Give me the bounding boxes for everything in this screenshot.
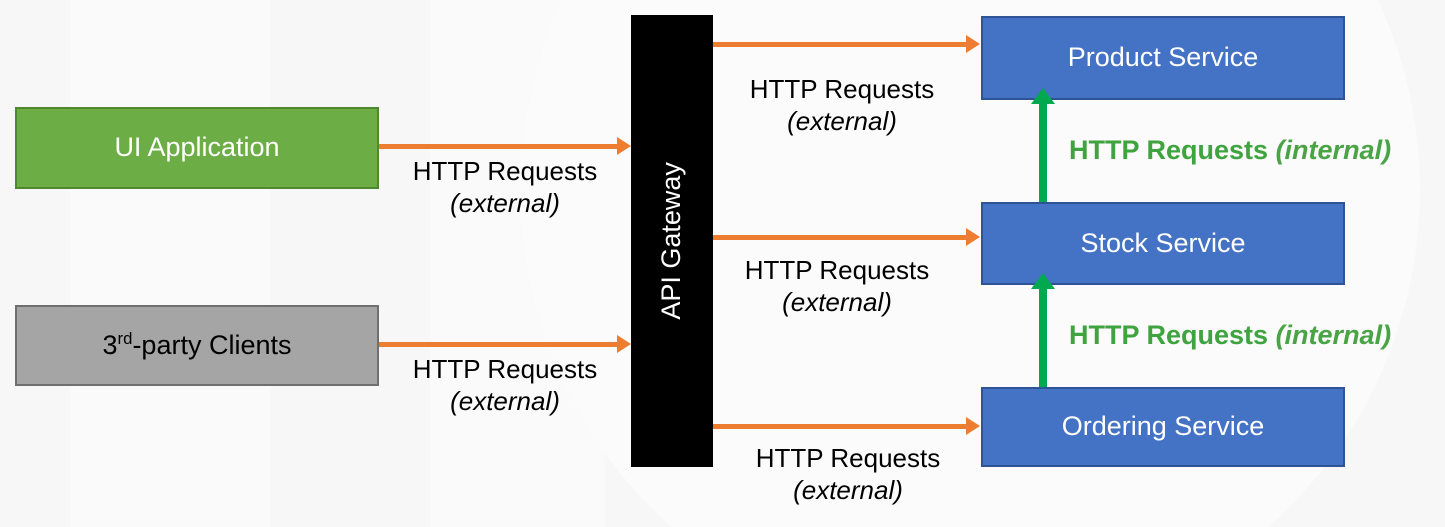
label-external-line2: (external) [450,187,560,218]
clients-label-superscript: rd [117,328,133,348]
label-external-gateway-to-product: HTTP Requests (external) [742,74,942,137]
node-api-gateway[interactable]: API Gateway [631,15,713,467]
node-ui-application[interactable]: UI Application [15,107,379,189]
label-external-clients-to-gateway: HTTP Requests (external) [405,354,605,417]
label-internal-paren: (internal) [1275,320,1392,350]
label-internal-stock-to-product: HTTP Requests (internal) [1069,135,1391,166]
label-external-line2: (external) [450,385,560,416]
arrow-gateway-to-ordering [713,417,980,435]
label-external-line1: HTTP Requests [755,443,941,473]
arrow-ordering-to-stock [1031,273,1055,387]
background-band-1 [70,0,270,527]
node-third-party-clients[interactable]: 3rd-party Clients [15,305,379,386]
label-external-line1: HTTP Requests [412,156,598,186]
clients-label-prefix: 3 [102,329,118,360]
label-external-line1: HTTP Requests [412,354,598,384]
arrow-gateway-to-product [713,35,980,53]
label-internal-paren: (internal) [1275,135,1392,165]
background-band-2 [430,0,605,527]
label-external-line2: (external) [782,286,892,317]
arrow-clients-to-gateway [379,335,631,353]
label-external-ui-to-gateway: HTTP Requests (external) [405,156,605,219]
label-external-line1: HTTP Requests [744,255,930,285]
node-third-party-clients-label: 3rd-party Clients [102,328,292,361]
label-external-gateway-to-ordering: HTTP Requests (external) [748,443,948,506]
node-stock-service[interactable]: Stock Service [981,202,1345,285]
clients-label-suffix: -party Clients [132,329,292,360]
label-external-line1: HTTP Requests [749,74,935,104]
node-ui-application-label: UI Application [114,132,280,163]
node-ordering-service-label: Ordering Service [1061,411,1265,442]
label-internal-ordering-to-stock: HTTP Requests (internal) [1069,320,1391,351]
node-stock-service-label: Stock Service [1080,227,1246,258]
node-api-gateway-label: API Gateway [656,162,687,320]
label-external-gateway-to-stock: HTTP Requests (external) [737,255,937,318]
node-ordering-service[interactable]: Ordering Service [981,387,1345,467]
node-product-service[interactable]: Product Service [981,16,1345,100]
arrow-ui-to-gateway [379,137,631,155]
label-external-line2: (external) [793,474,903,505]
node-product-service-label: Product Service [1067,42,1259,73]
label-internal-bold: HTTP Requests [1069,320,1269,350]
arrow-gateway-to-stock [713,228,980,246]
label-external-line2: (external) [787,105,897,136]
arrow-stock-to-product [1031,88,1055,202]
label-internal-bold: HTTP Requests [1069,135,1269,165]
